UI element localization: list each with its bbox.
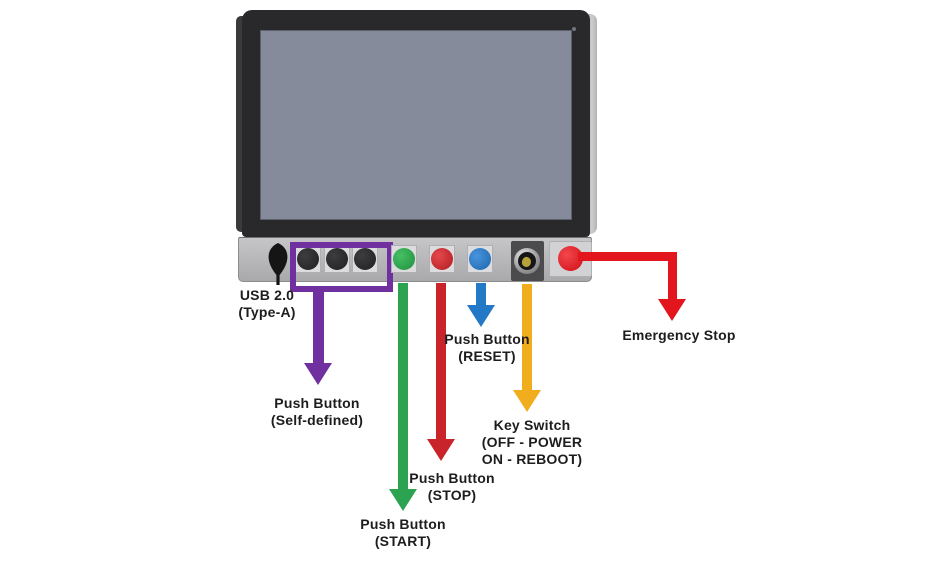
self-defined-button-pad — [352, 245, 378, 273]
reset-button-pad — [467, 245, 493, 273]
push-button-start — [393, 248, 415, 270]
key-icon — [520, 255, 533, 269]
key-switch — [511, 241, 544, 281]
label-key-switch-line2: (OFF - POWER — [481, 434, 583, 450]
label-reset: Push Button (RESET) — [444, 331, 529, 365]
usb-port-icon — [268, 243, 288, 285]
arrow-reset-head — [467, 305, 495, 327]
arrow-emergency-head — [658, 299, 686, 321]
label-self-defined-line2: (Self-defined) — [270, 412, 364, 428]
arrow-stop-shaft — [436, 283, 446, 441]
label-usb-line1: USB 2.0 — [239, 287, 295, 303]
push-button-stop — [431, 248, 453, 270]
arrow-self-defined-head — [304, 363, 332, 385]
emergency-stop-pad — [549, 241, 592, 277]
monitor-bezel — [242, 10, 590, 237]
label-emergency-line1: Emergency Stop — [622, 327, 736, 343]
io-strip — [238, 237, 592, 292]
label-key-switch-line3: ON - REBOOT) — [481, 451, 583, 467]
label-start-line1: Push Button — [360, 516, 446, 532]
label-stop-line1: Push Button — [409, 470, 495, 486]
key-switch-core — [518, 252, 536, 270]
push-button-self-defined-2 — [326, 248, 348, 270]
arrow-stop-head — [427, 439, 455, 461]
label-reset-line1: Push Button — [444, 331, 530, 347]
device-side-edge-left — [236, 16, 246, 232]
label-self-defined: Push Button (Self-defined) — [271, 395, 363, 429]
arrow-emergency-shaft-vertical — [668, 252, 677, 301]
label-usb: USB 2.0 (Type-A) — [238, 287, 295, 321]
arrow-reset-shaft — [476, 283, 486, 307]
monitor-screen — [260, 30, 572, 220]
push-button-self-defined-1 — [297, 248, 319, 270]
label-reset-line2: (RESET) — [458, 348, 516, 364]
label-self-defined-line1: Push Button — [274, 395, 360, 411]
label-key-switch-line1: Key Switch — [493, 417, 571, 433]
self-defined-highlight-box — [290, 242, 393, 292]
arrow-key-switch-head — [513, 390, 541, 412]
label-start-line2: (START) — [374, 533, 432, 549]
arrow-start-head — [389, 489, 417, 511]
label-emergency: Emergency Stop — [622, 327, 735, 344]
arrow-self-defined-shaft — [313, 289, 324, 365]
arrow-emergency-shaft-horizontal — [578, 252, 673, 261]
label-stop: Push Button (STOP) — [409, 470, 494, 504]
camera-dot — [572, 27, 576, 31]
start-button-pad — [391, 245, 417, 273]
key-switch-ring — [514, 248, 540, 274]
push-button-self-defined-3 — [354, 248, 376, 270]
arrow-key-switch-shaft — [522, 284, 532, 392]
push-button-reset — [469, 248, 491, 270]
label-start: Push Button (START) — [360, 516, 445, 550]
label-key-switch: Key Switch (OFF - POWER ON - REBOOT) — [482, 417, 582, 468]
label-usb-line2: (Type-A) — [238, 304, 296, 320]
label-stop-line2: (STOP) — [427, 487, 477, 503]
arrow-start-shaft — [398, 283, 408, 491]
stop-button-pad — [429, 245, 455, 273]
